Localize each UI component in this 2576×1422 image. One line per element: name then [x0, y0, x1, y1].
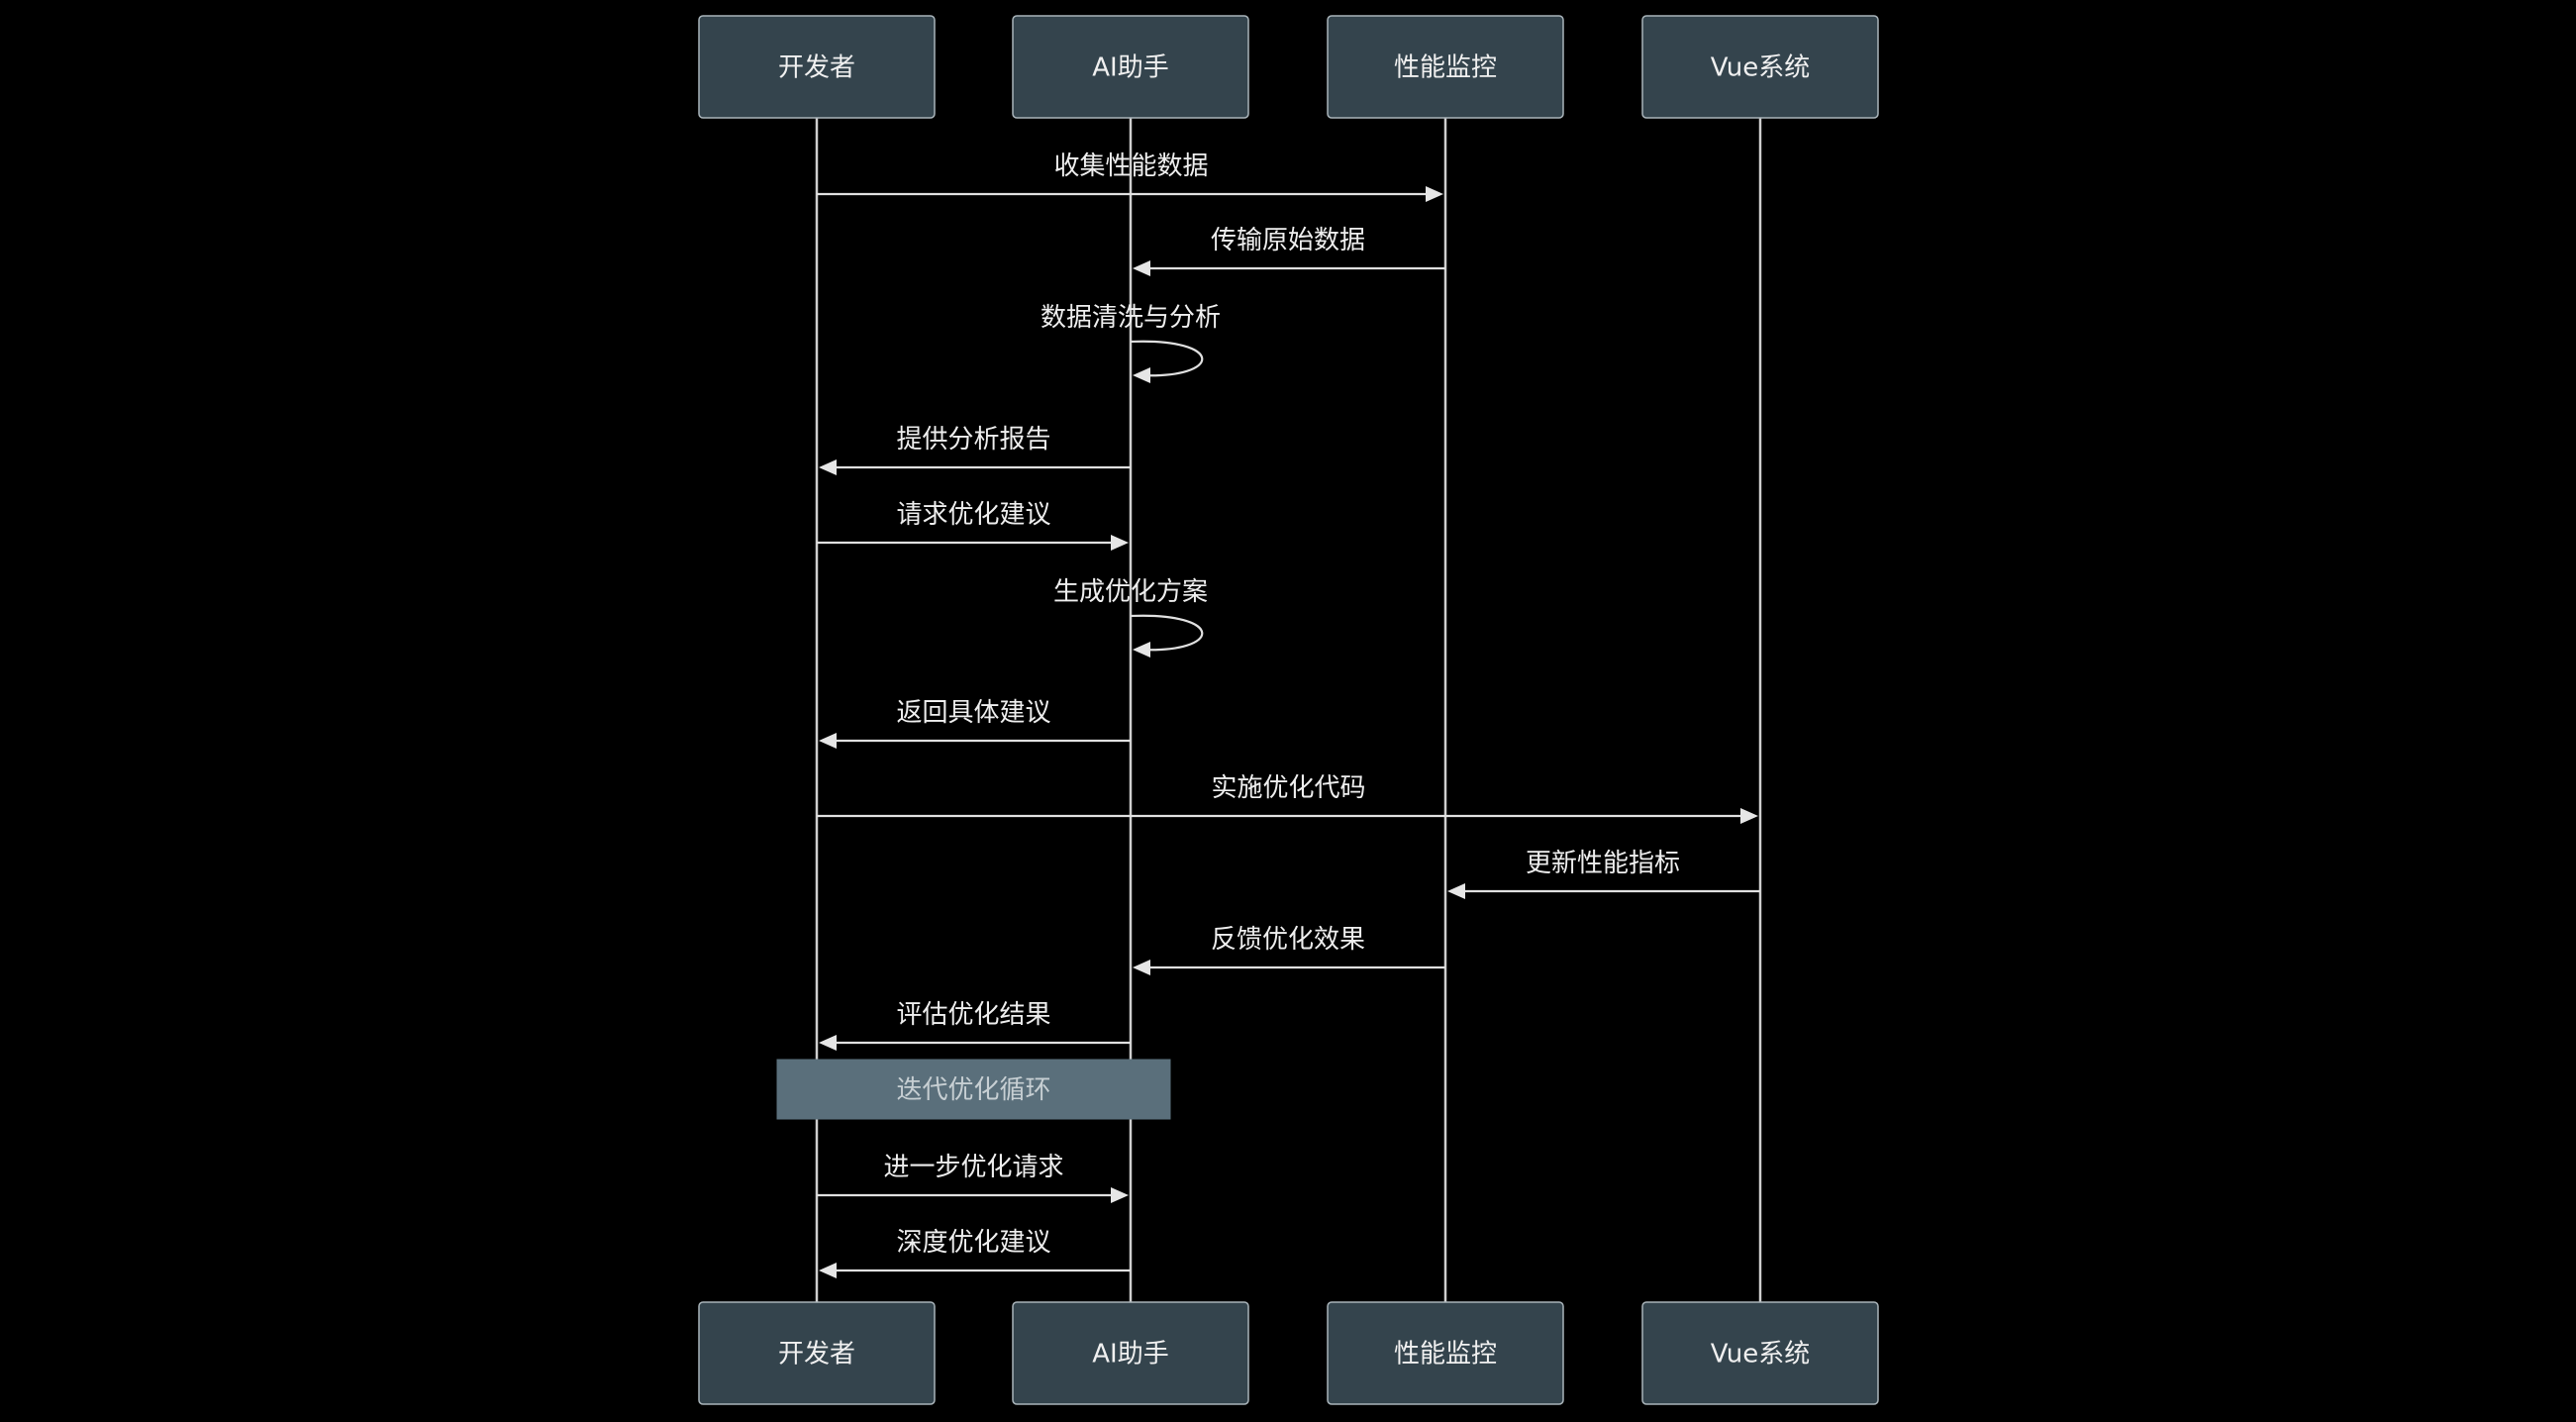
note-box [776, 1059, 1171, 1120]
message: 实施优化代码 [817, 773, 1758, 824]
arrowhead [819, 733, 837, 749]
message: 提供分析报告 [819, 425, 1131, 475]
arrowhead [1111, 535, 1129, 551]
arrowhead [819, 459, 837, 475]
messages: 收集性能数据传输原始数据数据清洗与分析提供分析报告请求优化建议生成优化方案返回具… [776, 152, 1760, 1278]
message-label: 生成优化方案 [1053, 577, 1208, 607]
participant-label: 性能监控 [1394, 53, 1497, 83]
message-label: 收集性能数据 [1053, 152, 1208, 181]
message-label: 提供分析报告 [896, 425, 1050, 455]
message: 请求优化建议 [817, 500, 1129, 551]
message-label: 更新性能指标 [1526, 849, 1680, 878]
participant-box [1641, 1301, 1879, 1405]
self-loop-line [1130, 340, 1204, 377]
message: 更新性能指标 [1447, 849, 1760, 899]
message-label: 实施优化代码 [1211, 773, 1365, 803]
participant-label: AI助手 [1092, 1340, 1168, 1370]
message: 评估优化结果 [819, 1000, 1131, 1051]
participant-box [1012, 15, 1249, 119]
arrowhead [1111, 1187, 1129, 1203]
participant-label: Vue系统 [1711, 1340, 1811, 1370]
arrowhead [1133, 960, 1150, 975]
participant-mon-top: 性能监控 [1327, 15, 1564, 119]
message: 深度优化建议 [819, 1228, 1131, 1278]
message-label: 评估优化结果 [896, 1000, 1050, 1030]
participant-box [1327, 15, 1564, 119]
participant-ai-bottom: AI助手 [1012, 1301, 1249, 1405]
participant-ai-top: AI助手 [1012, 15, 1249, 119]
arrowhead [1740, 808, 1758, 824]
participant-box [1641, 15, 1879, 119]
participant-label: 性能监控 [1394, 1340, 1497, 1370]
arrowhead [1447, 883, 1465, 899]
message-label: 反馈优化效果 [1211, 925, 1365, 955]
message: 返回具体建议 [819, 698, 1131, 749]
arrowhead [1426, 186, 1443, 202]
self-message: 生成优化方案 [1053, 577, 1208, 658]
participant-box [1327, 1301, 1564, 1405]
arrowhead [819, 1035, 837, 1051]
arrowhead [819, 1263, 837, 1278]
message-label: 传输原始数据 [1211, 226, 1365, 255]
message-label: 返回具体建议 [896, 698, 1050, 728]
participant-vue-bottom: Vue系统 [1641, 1301, 1879, 1405]
message: 反馈优化效果 [1133, 925, 1445, 975]
arrowhead [1133, 367, 1150, 383]
arrowhead [1133, 260, 1150, 276]
message: 进一步优化请求 [817, 1153, 1129, 1203]
participant-dev-top: 开发者 [698, 15, 936, 119]
message: 传输原始数据 [1133, 226, 1445, 276]
participant-vue-top: Vue系统 [1641, 15, 1879, 119]
participant-mon-bottom: 性能监控 [1327, 1301, 1564, 1405]
message-label: 进一步优化请求 [883, 1153, 1063, 1182]
participant-label: AI助手 [1092, 53, 1168, 83]
participant-label: Vue系统 [1711, 53, 1811, 83]
arrowhead [1133, 642, 1150, 658]
message-label: 深度优化建议 [896, 1228, 1050, 1258]
participant-dev-bottom: 开发者 [698, 1301, 936, 1405]
participant-box [1012, 1301, 1249, 1405]
message-label: 请求优化建议 [896, 500, 1050, 530]
participant-label: 开发者 [778, 1340, 855, 1370]
note: 迭代优化循环 [776, 1059, 1171, 1120]
note-label: 迭代优化循环 [896, 1075, 1050, 1105]
message: 收集性能数据 [817, 152, 1443, 202]
message-label: 数据清洗与分析 [1040, 303, 1221, 333]
self-loop-line [1130, 614, 1204, 652]
participant-box [698, 15, 936, 119]
participant-label: 开发者 [778, 53, 855, 83]
participant-box [698, 1301, 936, 1405]
self-message: 数据清洗与分析 [1040, 303, 1221, 383]
